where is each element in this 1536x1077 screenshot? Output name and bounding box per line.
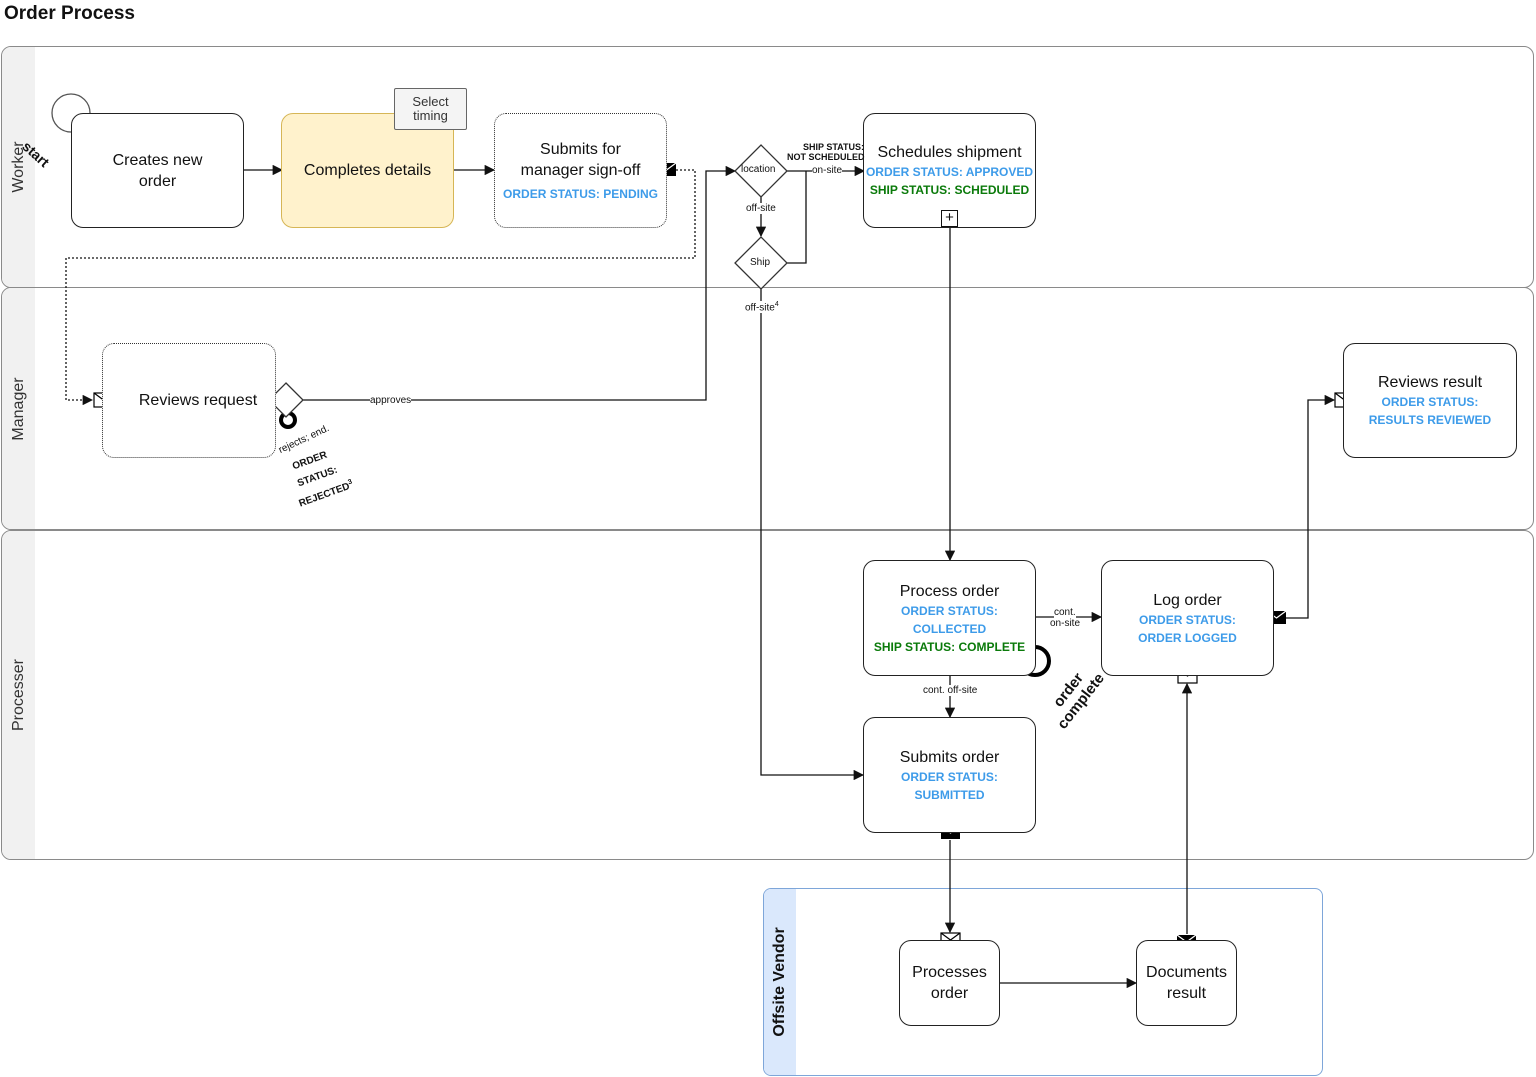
task-creates-new-order[interactable]: Creates new order [71,113,244,228]
label-off-site-4: off-site4 [745,301,779,314]
label-on-site: on-site [812,165,843,176]
label-cont-off-site: cont. off-site [923,685,978,696]
task-documents-result[interactable]: Documents result [1136,940,1237,1026]
task-completes-details[interactable]: Completes details [281,113,454,228]
task-log-order[interactable]: Log order ORDER STATUS: ORDER LOGGED [1101,560,1274,676]
gateway-label-ship: Ship [750,257,771,268]
label-ship-status-not-scheduled-2: NOT SCHEDULED [787,152,865,162]
lane-processer: Processer [1,530,1534,860]
lane-label-processer: Processer [10,658,27,732]
diagram-title: Order Process [4,3,135,24]
label-off-site: off-site [746,203,776,214]
subprocess-plus-icon[interactable]: + [941,210,958,227]
task-reviews-result[interactable]: Reviews result ORDER STATUS: RESULTS REV… [1343,343,1517,458]
task-schedules-shipment[interactable]: Schedules shipment ORDER STATUS: APPROVE… [863,113,1036,228]
label-ship-status-not-scheduled-1: SHIP STATUS: [803,142,865,152]
lane-label-manager: Manager [10,376,27,441]
pool-label-vendor: Offsite Vendor [771,927,788,1037]
label-approves: approves [370,395,412,406]
task-reviews-request[interactable]: Reviews request [102,343,276,458]
task-submits-order[interactable]: Submits order ORDER STATUS: SUBMITTED [863,717,1036,833]
gateway-label-location: location [741,164,776,175]
task-processes-order[interactable]: Processes order [899,940,1000,1026]
label-cont-on-site-1: cont. [1054,607,1076,618]
label-cont-on-site-2: on-site [1050,618,1081,629]
note-select-timing: Select timing [394,88,467,130]
task-submits-signoff[interactable]: Submits for manager sign-off ORDER STATU… [494,113,667,228]
pool-offsite-vendor: Offsite Vendor [763,888,1323,1076]
task-process-order[interactable]: Process order ORDER STATUS: COLLECTED SH… [863,560,1036,676]
